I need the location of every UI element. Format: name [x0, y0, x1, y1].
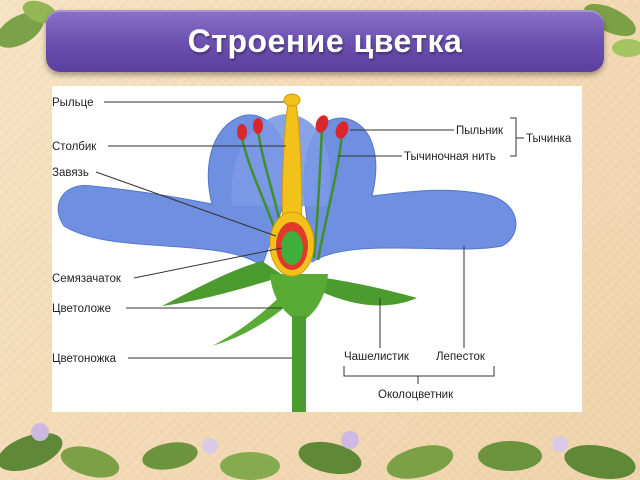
pedicel	[292, 316, 306, 412]
anther-2	[253, 118, 263, 134]
label-filament: Тычиночная нить	[404, 151, 496, 163]
stamens	[237, 115, 349, 261]
leader-lines	[95, 101, 524, 384]
receptacle	[270, 274, 328, 322]
label-perianth: Околоцветник	[378, 389, 454, 401]
flower-diagram-panel: Рыльце Столбик Завязь Семязачаток Цветол…	[52, 86, 582, 412]
ovule-shape	[281, 231, 303, 265]
label-stamen: Тычинка	[526, 133, 572, 145]
anther-3	[315, 115, 329, 133]
label-pedicel: Цветоножка	[52, 353, 117, 365]
sepal-right	[310, 276, 417, 306]
anther-4	[335, 121, 349, 139]
petal-left	[57, 114, 291, 267]
pistil	[269, 93, 315, 277]
title-bar: Строение цветка	[46, 10, 604, 72]
petal-right	[303, 117, 517, 263]
label-sepal: Чашелистик	[344, 351, 410, 363]
sepal-left	[162, 261, 284, 306]
stigma-shape	[283, 93, 301, 107]
anther-1	[237, 124, 247, 140]
sepal-front	[212, 286, 297, 346]
label-receptacle: Цветоложе	[52, 303, 111, 315]
label-style: Столбик	[52, 141, 97, 153]
flower-diagram: Рыльце Столбик Завязь Семязачаток Цветол…	[52, 93, 572, 412]
label-anther: Пыльник	[456, 125, 504, 137]
label-ovule: Семязачаток	[52, 273, 122, 285]
label-stigma: Рыльце	[52, 97, 94, 109]
slide-title: Строение цветка	[187, 22, 463, 59]
label-ovary: Завязь	[52, 167, 89, 179]
label-petal: Лепесток	[436, 351, 486, 363]
